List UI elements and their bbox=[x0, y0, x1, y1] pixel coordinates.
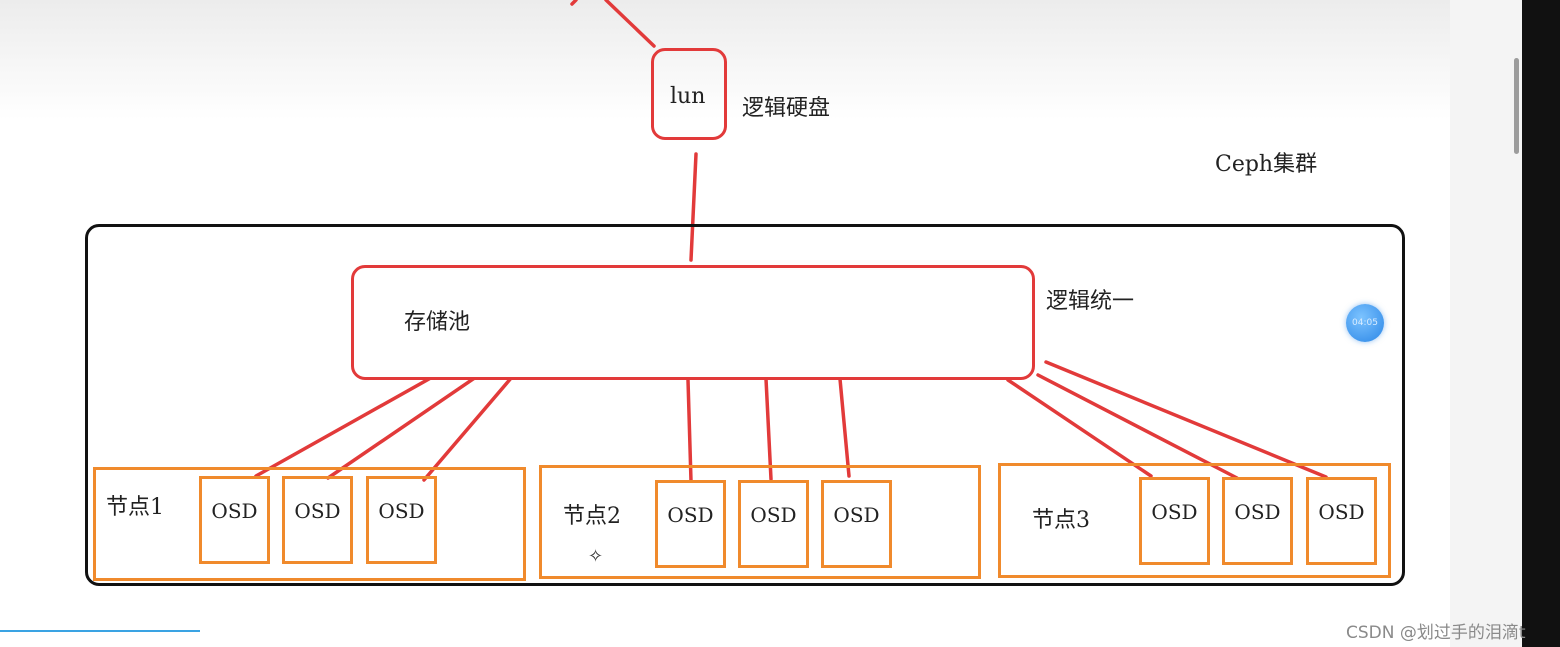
link-node3-osd1 bbox=[1006, 378, 1153, 478]
osd-box: OSD bbox=[282, 476, 353, 564]
scrollbar-thumb[interactable] bbox=[1514, 58, 1519, 154]
pool-box bbox=[351, 265, 1035, 380]
link-node3-osd2 bbox=[1036, 373, 1239, 480]
osd-label: OSD bbox=[294, 499, 341, 523]
lun-label: lun bbox=[670, 84, 706, 109]
node-box-3 bbox=[998, 463, 1391, 578]
link-node1-osd1 bbox=[254, 373, 438, 478]
node-box-2 bbox=[539, 465, 981, 579]
cluster-label: Ceph集群 bbox=[1215, 152, 1318, 177]
osd-box: OSD bbox=[738, 480, 809, 568]
window-edge bbox=[1522, 0, 1560, 647]
osd-label: OSD bbox=[378, 499, 425, 523]
link-node1-osd3 bbox=[422, 375, 514, 482]
osd-label: OSD bbox=[211, 499, 258, 523]
lun-box bbox=[651, 48, 727, 140]
link-node2-osd2 bbox=[764, 377, 773, 481]
osd-box: OSD bbox=[655, 480, 726, 568]
cluster-box bbox=[85, 224, 1405, 586]
osd-box: OSD bbox=[1222, 477, 1293, 565]
osd-label: OSD bbox=[750, 503, 797, 527]
right-panel bbox=[1450, 0, 1522, 647]
osd-box: OSD bbox=[1306, 477, 1377, 565]
link-lun-pool bbox=[689, 152, 698, 262]
osd-box: OSD bbox=[366, 476, 437, 564]
osd-box: OSD bbox=[199, 476, 270, 564]
osd-label: OSD bbox=[1318, 500, 1365, 524]
lun-caption: 逻辑硬盘 bbox=[742, 96, 831, 121]
osd-label: OSD bbox=[833, 503, 880, 527]
link-top bbox=[604, 0, 656, 48]
node-label-1: 节点1 bbox=[106, 495, 164, 520]
osd-label: OSD bbox=[1151, 500, 1198, 524]
pool-label: 存储池 bbox=[404, 310, 471, 335]
link-node1-osd2 bbox=[326, 375, 478, 480]
link-node2-osd3 bbox=[838, 377, 851, 478]
node-box-1 bbox=[93, 467, 526, 581]
osd-box: OSD bbox=[821, 480, 892, 568]
node-label-3: 节点3 bbox=[1032, 508, 1090, 533]
osd-label: OSD bbox=[1234, 500, 1281, 524]
osd-box: OSD bbox=[1139, 477, 1210, 565]
crosshair-cursor-icon: ✧ bbox=[588, 546, 604, 567]
osd-label: OSD bbox=[667, 503, 714, 527]
link-node3-osd3 bbox=[1044, 360, 1328, 479]
watermark: CSDN @划过手的泪滴t bbox=[1346, 623, 1526, 643]
node-label-2: 节点2 bbox=[563, 504, 621, 529]
progress-line bbox=[0, 630, 200, 632]
link-top-left bbox=[570, 0, 578, 6]
pool-caption: 逻辑统一 bbox=[1046, 289, 1135, 314]
timer-badge[interactable]: 04:05 bbox=[1346, 304, 1384, 342]
link-node2-osd1 bbox=[686, 378, 693, 483]
